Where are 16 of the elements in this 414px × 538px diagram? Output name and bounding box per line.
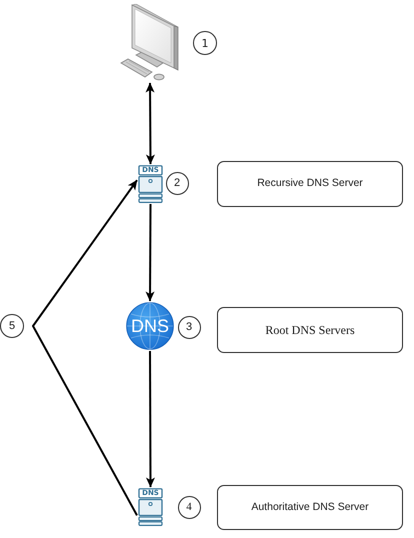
box-label: Root DNS Servers — [265, 322, 355, 338]
icon-label: DNS — [131, 317, 169, 335]
arrow — [32, 180, 138, 516]
arrow — [146, 204, 155, 302]
process-box — [217, 161, 403, 207]
callout-number: 5 — [0, 314, 24, 338]
callout-number: 1 — [193, 31, 217, 55]
process-box — [217, 307, 403, 353]
callout-number: 4 — [178, 496, 200, 518]
arrow — [146, 351, 155, 488]
callout-number: 2 — [166, 172, 188, 194]
process-box — [217, 485, 403, 530]
box-label: Authoritative DNS Server — [251, 500, 369, 514]
double-arrow — [146, 82, 155, 164]
box-label: Recursive DNS Server — [257, 177, 363, 191]
callout-number: 3 — [178, 316, 200, 338]
